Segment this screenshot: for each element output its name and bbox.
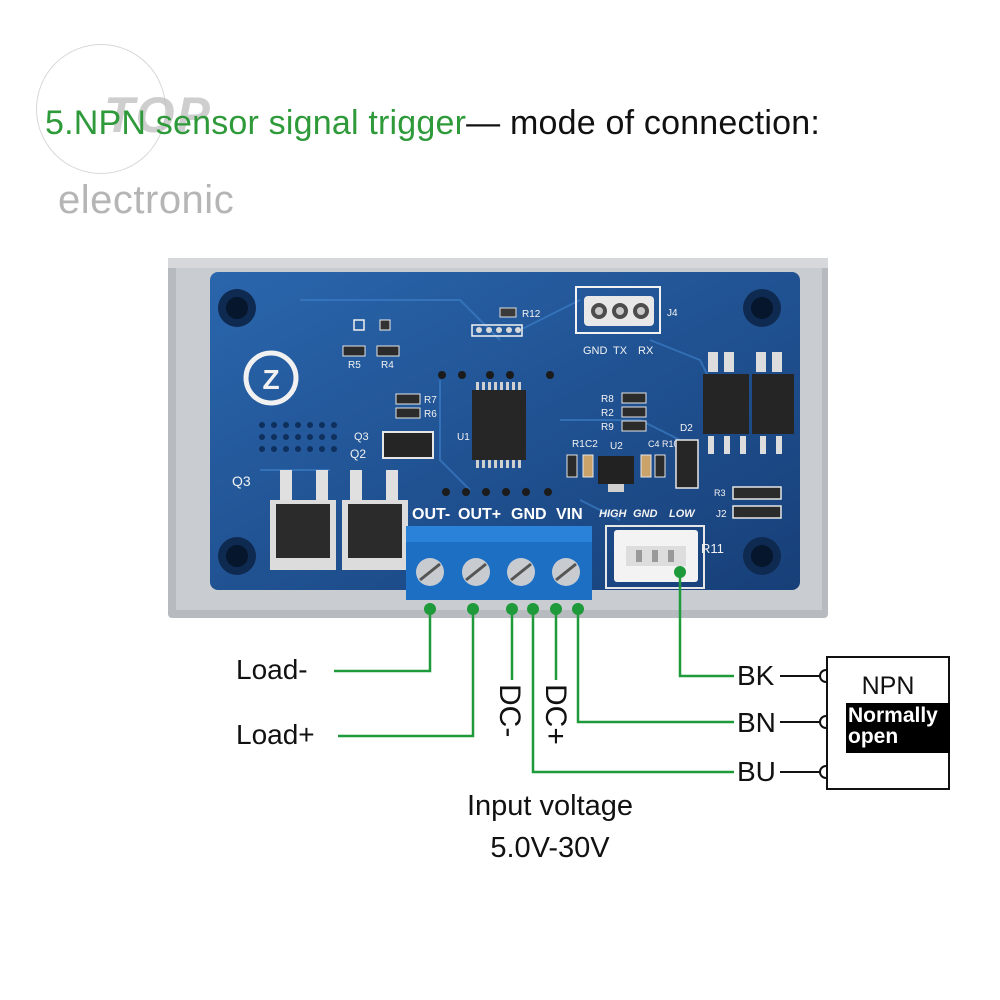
label-bu: BU [737, 756, 776, 787]
label-r10: R10 [662, 439, 679, 449]
label-r3: J2 [716, 509, 727, 520]
terminal-label-gnd: GND [511, 506, 547, 523]
port-label-gnd: GND [633, 508, 658, 520]
label-r8: R8 [601, 394, 614, 405]
mosfet-left [270, 470, 408, 570]
label-c4: C4 [648, 439, 660, 449]
title-black-part: — mode of connection: [466, 104, 820, 142]
port-label-low: LOW [669, 508, 696, 520]
label-load-minus: Load- [236, 654, 308, 685]
terminal-label-vin: VIN [556, 506, 583, 523]
label-dc-minus: DC- [493, 684, 526, 738]
terminal-label-out-plus: OUT+ [458, 506, 501, 523]
serial-header: J4 GND TX RX [575, 286, 678, 357]
label-bn: BN [737, 707, 776, 738]
serial-label-rx: RX [638, 345, 654, 357]
title-green-part: 5.NPN sensor signal trigger [45, 104, 467, 142]
serial-label-tx: TX [613, 345, 628, 357]
wire-bk [678, 572, 734, 678]
label-r2: R2 [601, 408, 614, 419]
screw-terminal-block [406, 526, 592, 600]
label-bk: BK [737, 660, 775, 691]
label-r11: R3 [714, 488, 726, 498]
sensor-leads [780, 675, 826, 773]
wire-bu [531, 610, 734, 774]
label-q3-small: Q3 [354, 431, 369, 443]
label-q2: Q2 [350, 447, 366, 461]
label-u2: U2 [610, 441, 623, 452]
label-r12: R12 [522, 309, 541, 320]
chip-u1: U1 [457, 382, 526, 468]
label-r4: R4 [381, 360, 394, 371]
svg-text:Z: Z [262, 364, 279, 395]
wires [334, 572, 734, 774]
wire-load-plus [338, 607, 475, 738]
watermark-circle [36, 44, 166, 174]
label-r5: R5 [348, 360, 361, 371]
label-j2: R11 [701, 541, 724, 556]
wire-bn [576, 610, 734, 724]
label-dc-plus: DC+ [539, 684, 572, 745]
label-r9: R9 [601, 422, 614, 433]
label-u1: U1 [457, 432, 470, 443]
watermark-logo: TOP [104, 87, 212, 143]
label-q3: Q3 [232, 473, 251, 489]
terminal-label-out-minus: OUT- [412, 506, 450, 523]
mosfet-right [703, 352, 794, 454]
sensor-box: NPN Normally open [826, 656, 950, 790]
label-j4: J4 [667, 308, 678, 319]
label-r7: R7 [424, 395, 437, 406]
sensor-type: NPN [861, 672, 915, 700]
serial-label-gnd: GND [583, 345, 608, 357]
input-voltage-line1: Input voltage [466, 790, 634, 822]
pcb-board: Z R12 J4 GND TX RX R5 R4 [210, 272, 800, 590]
label-c2: C2 [585, 439, 598, 450]
watermark-text: electronic [58, 178, 235, 222]
label-d2: D2 [680, 423, 693, 434]
input-voltage-caption: Input voltage 5.0V-30V [380, 785, 720, 869]
label-load-plus: Load+ [236, 719, 315, 750]
wire-load-minus [334, 607, 432, 673]
input-voltage-line2: 5.0V-30V [490, 832, 610, 864]
label-r6: R6 [424, 409, 437, 420]
sensor-mode: Normally open [846, 703, 950, 753]
port-label-high: HIGH [599, 508, 628, 520]
page-title: 5.NPN sensor signal trigger— mode of con… [45, 104, 820, 143]
label-r1: R1 [572, 439, 585, 450]
